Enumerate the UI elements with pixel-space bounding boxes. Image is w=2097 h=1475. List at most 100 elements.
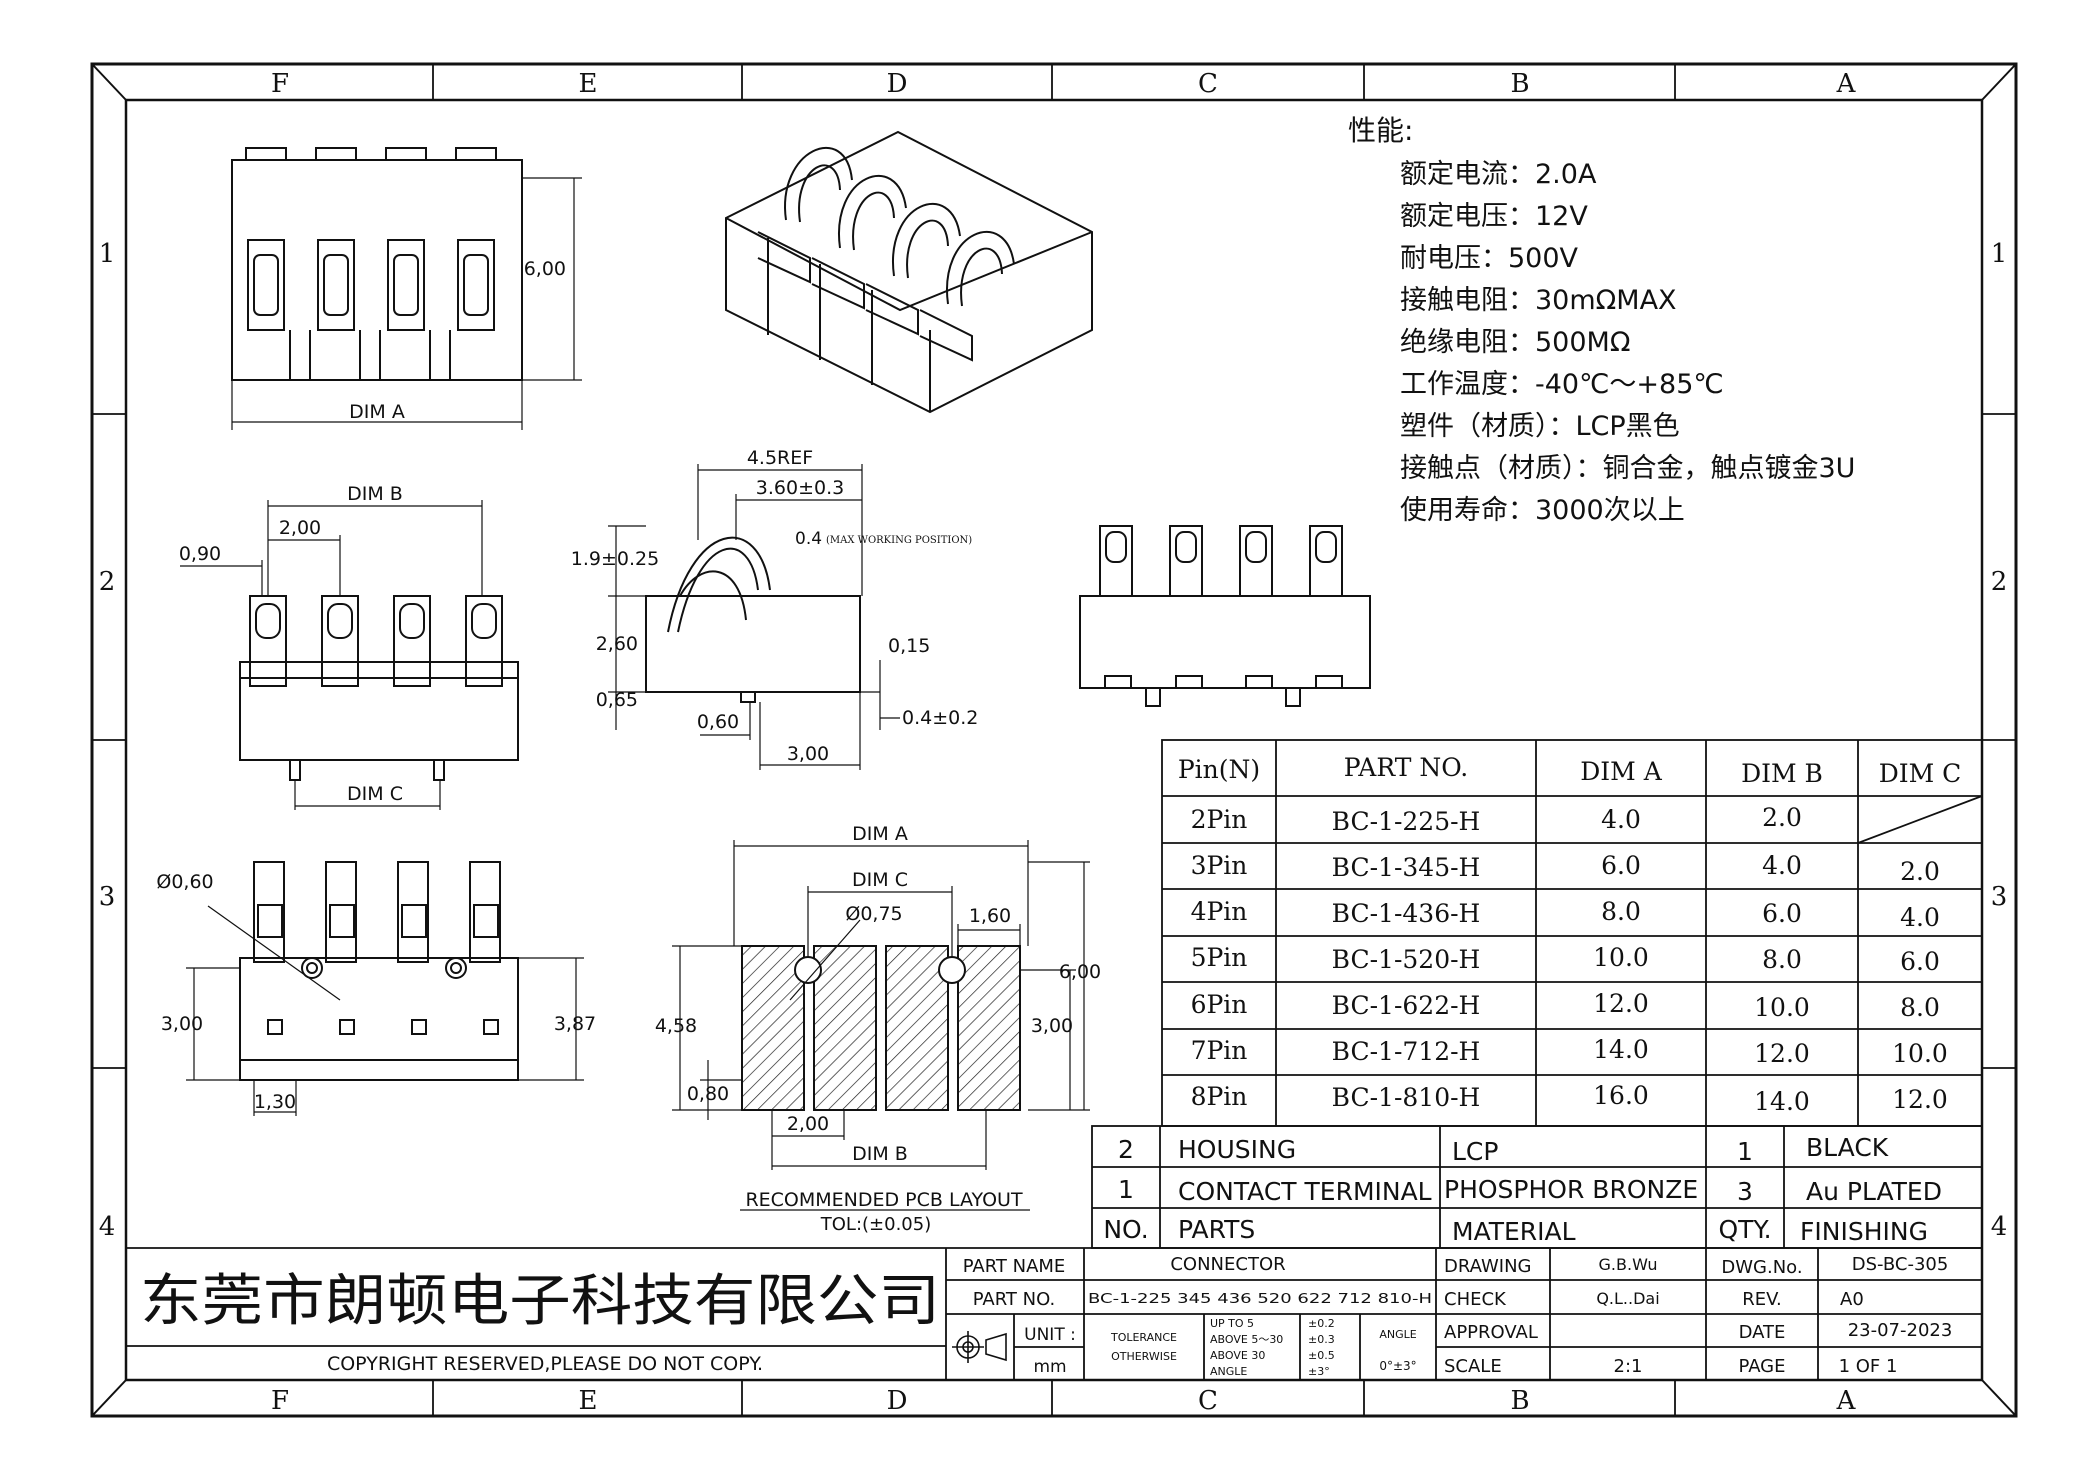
dim-pcb-dim-c: DIM C: [852, 869, 908, 891]
bom-row-1-qty: 1: [1737, 1137, 1753, 1166]
bom-header-qty: QTY.: [1718, 1215, 1771, 1244]
dim-bottom-387: 3,87: [554, 1013, 596, 1035]
dim-profile-45ref: 4.5REF: [747, 447, 813, 469]
side-view: [180, 500, 519, 810]
unit-value: mm: [1033, 1357, 1066, 1377]
bom-row-2-qty: 3: [1737, 1177, 1753, 1206]
row-label-1: 1: [99, 239, 116, 269]
pin-row-4-dim-b: 8.0: [1762, 945, 1802, 974]
pin-row-2-dim-b: 4.0: [1762, 851, 1802, 880]
pin-table-header-dim-c: DIM C: [1879, 759, 1962, 788]
specs-block: 性能: 额定电流：2.0A 额定电压：12V 耐电压：500V 接触电阻：30m…: [1348, 114, 1855, 526]
dim-pcb-200: 2,00: [787, 1113, 829, 1135]
pin-row-6-pin: 7Pin: [1191, 1036, 1248, 1065]
pin-row-3-pin: 4Pin: [1191, 897, 1248, 926]
pin-table: Pin(N) PART NO. DIM A DIM B DIM C 2Pin B…: [1178, 753, 1961, 1116]
bom-row-1-finishing: BLACK: [1806, 1133, 1889, 1162]
dim-pcb-160: 1,60: [969, 905, 1011, 927]
projection-symbol-icon: [952, 1331, 1007, 1363]
dim-bottom-dia: Ø0,60: [156, 871, 213, 893]
dim-profile-04max: 0.4: [795, 529, 822, 549]
dim-profile-300: 3,00: [787, 743, 829, 765]
bottom-view: [186, 861, 584, 1116]
bom-grid: [1091, 1125, 1983, 1249]
pin-row-4-part: BC-1-520-H: [1332, 945, 1481, 974]
pin-row-6-dim-c: 10.0: [1892, 1039, 1948, 1068]
dim-pcb-dim-b: DIM B: [852, 1143, 908, 1165]
spec-line-8: 接触点（材质）：铜合金，触点镀金3U: [1400, 453, 1855, 484]
col-label-d: D: [887, 69, 908, 99]
bom-header-finishing: FINISHING: [1800, 1217, 1928, 1246]
bom-header-parts: PARTS: [1178, 1215, 1255, 1244]
spec-line-2: 额定电压：12V: [1400, 201, 1588, 232]
col-label-f-bottom: F: [271, 1386, 289, 1416]
bom-row-2-material: PHOSPHOR BRONZE: [1444, 1175, 1698, 1204]
row-label-3: 3: [99, 882, 116, 912]
dwg-no-label: DWG.No.: [1721, 1257, 1802, 1278]
dim-profile-04max-note: (MAX WORKING POSITION): [826, 535, 972, 546]
pin-row-4-pin: 5Pin: [1191, 943, 1248, 972]
tol-row-1-value: ±0.2: [1308, 1317, 1335, 1330]
spec-line-6: 工作温度：-40℃～+85℃: [1400, 369, 1724, 400]
pin-table-header-part: PART NO.: [1344, 753, 1468, 782]
pin-row-5-dim-c: 8.0: [1900, 993, 1940, 1022]
angle-value: 0°±3°: [1379, 1359, 1416, 1373]
approval-label: APPROVAL: [1444, 1322, 1538, 1343]
pin-row-1-part: BC-1-225-H: [1332, 807, 1481, 836]
tol-row-4-label: ANGLE: [1210, 1365, 1247, 1378]
pin-row-4-dim-a: 10.0: [1593, 943, 1649, 972]
bom-header-material: MATERIAL: [1452, 1217, 1576, 1246]
angle-label: ANGLE: [1379, 1328, 1416, 1341]
dim-profile-015: 0,15: [888, 635, 930, 657]
dim-bottom-130: 1,30: [254, 1091, 296, 1113]
dim-profile-260: 2,60: [596, 633, 638, 655]
dim-pcb-dim-a: DIM A: [852, 823, 908, 845]
tol-row-1-label: UP TO 5: [1210, 1317, 1254, 1330]
dim-side-090: 0,90: [179, 543, 221, 565]
company-name: 东莞市朗顿电子科技有限公司: [140, 1269, 940, 1334]
col-label-f: F: [271, 69, 289, 99]
pin-table-grid: [1161, 739, 1983, 1127]
spec-line-3: 耐电压：500V: [1400, 243, 1579, 274]
tol-row-3-value: ±0.5: [1308, 1349, 1335, 1362]
spec-line-5: 绝缘电阻：500MΩ: [1400, 327, 1630, 358]
dim-profile-19: 1.9±0.25: [571, 548, 659, 570]
dim-side-dim-c: DIM C: [347, 783, 403, 805]
part-name-label: PART NAME: [963, 1256, 1066, 1277]
pin-row-1-dim-b: 2.0: [1762, 803, 1802, 832]
part-no-value: BC-1-225 345 436 520 622 712 810-H: [1088, 1292, 1432, 1307]
row-label-4-right: 4: [1991, 1212, 2008, 1242]
page-value: 1 OF 1: [1839, 1356, 1898, 1377]
col-label-e: E: [579, 69, 598, 99]
rev-value: A0: [1840, 1289, 1864, 1310]
unit-label: UNIT :: [1024, 1325, 1076, 1345]
dim-pcb-600: 6,00: [1059, 961, 1101, 983]
profile-view: [608, 464, 900, 770]
dim-pcb-458: 4,58: [655, 1015, 697, 1037]
dim-pcb-dia: Ø0,75: [845, 903, 902, 925]
frame-labels: F E D C B A F E D C B A 1 2 3 4 1 2 3 4: [99, 69, 2008, 1416]
pin-row-2-dim-a: 6.0: [1601, 851, 1641, 880]
tolerance-label: TOLERANCE: [1110, 1331, 1177, 1344]
dim-front-height: 6,00: [524, 258, 566, 280]
dwg-no-value: DS-BC-305: [1852, 1254, 1949, 1275]
pcb-layout: [672, 840, 1090, 1170]
pin-row-7-part: BC-1-810-H: [1332, 1083, 1481, 1112]
bom-row-1-material: LCP: [1452, 1137, 1498, 1166]
pin-row-1-dim-a: 4.0: [1601, 805, 1641, 834]
spec-line-1: 额定电流：2.0A: [1400, 159, 1597, 190]
pin-row-5-dim-a: 12.0: [1593, 989, 1649, 1018]
pcb-title: RECOMMENDED PCB LAYOUT: [745, 1189, 1023, 1211]
page-label: PAGE: [1738, 1356, 1785, 1377]
front-view: [231, 147, 582, 430]
check-label: CHECK: [1444, 1289, 1507, 1310]
pin-row-2-pin: 3Pin: [1191, 851, 1248, 880]
pin-row-3-part: BC-1-436-H: [1332, 899, 1481, 928]
dim-profile-360: 3.60±0.3: [756, 477, 844, 499]
col-label-b: B: [1510, 69, 1529, 99]
pin-row-2-part: BC-1-345-H: [1332, 853, 1481, 882]
spec-line-4: 接触电阻：30mΩMAX: [1400, 285, 1677, 316]
tol-row-3-label: ABOVE 30: [1210, 1349, 1265, 1362]
row-label-2: 2: [99, 567, 116, 597]
